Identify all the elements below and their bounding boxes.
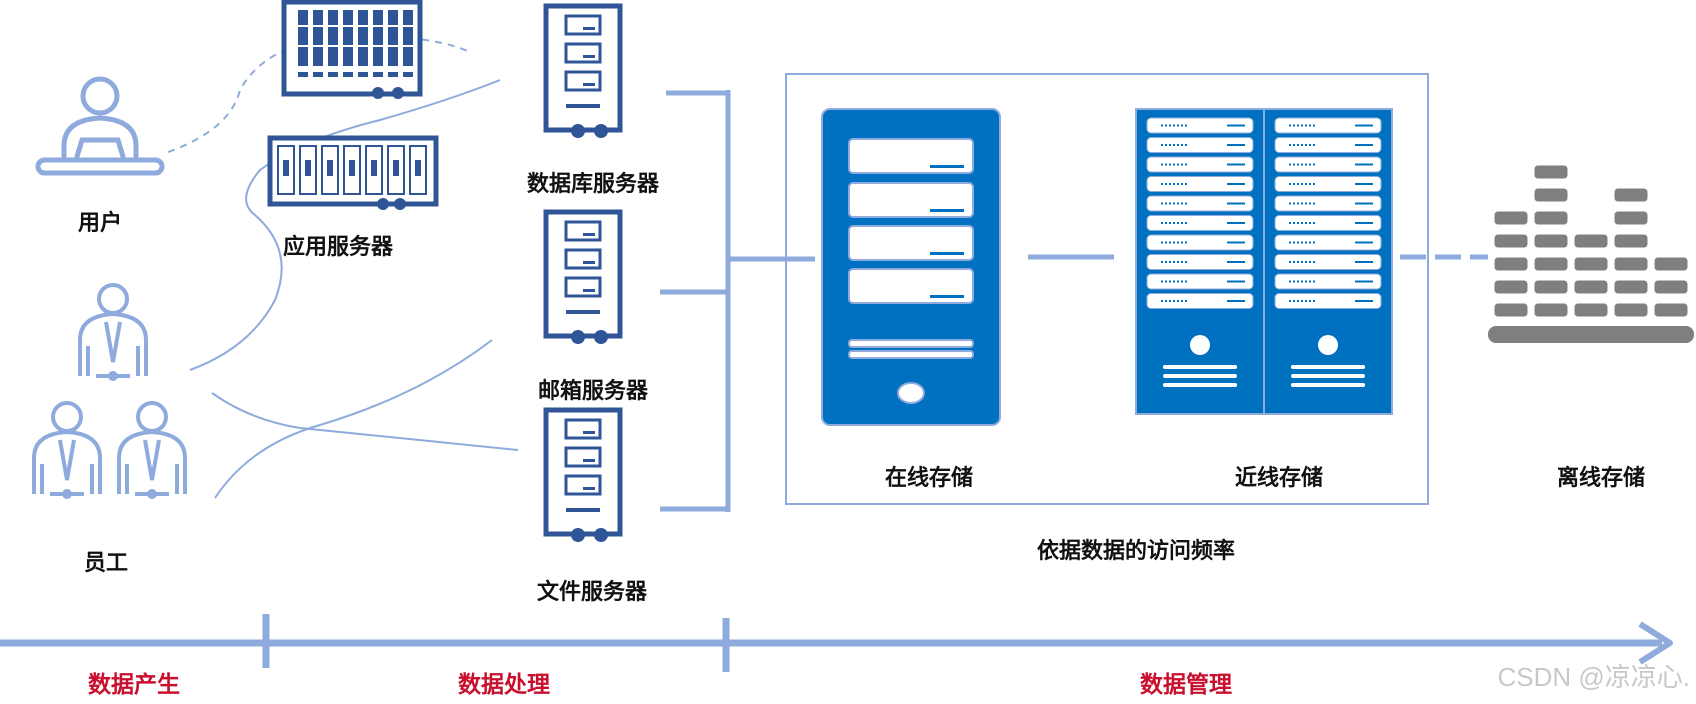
nearline-slot: [1274, 117, 1382, 134]
nearline-storage-label: 近线存储: [1234, 466, 1324, 491]
nearline-slot: [1274, 273, 1382, 290]
tape-block: [1653, 256, 1689, 272]
nearline-slot: [1274, 156, 1382, 173]
tape-block: [1653, 279, 1689, 295]
offline-storage-label: 离线存储: [1556, 466, 1646, 491]
tape-block: [1533, 164, 1569, 180]
file-server-label: 文件服务器: [536, 580, 648, 605]
server-bracket-connector: [660, 90, 815, 512]
db-server-icon: [543, 3, 623, 138]
offline-storage-icon: [1488, 164, 1694, 343]
phase-data-process: 数据处理: [458, 672, 550, 698]
nearline-slot: [1146, 273, 1254, 290]
nearline-slot: [1274, 137, 1382, 153]
tape-block: [1613, 233, 1649, 249]
tape-block: [1533, 233, 1569, 249]
employee-icon: [32, 283, 187, 499]
nearline-slot: [1146, 293, 1254, 309]
tape-block: [1613, 256, 1649, 272]
phase-data-generate: 数据产生: [88, 672, 180, 698]
tape-block: [1573, 233, 1609, 249]
timeline-axis: [0, 614, 1673, 672]
nearline-slot: [1146, 215, 1254, 231]
nearline-storage-icon: [1135, 108, 1393, 415]
tape-block: [1613, 302, 1649, 318]
nearline-slot: [1274, 195, 1382, 212]
nearline-slot: [1274, 176, 1382, 192]
connection-curves: [167, 35, 519, 499]
tape-block: [1613, 210, 1649, 226]
tape-block: [1533, 256, 1569, 272]
tape-block: [1533, 187, 1569, 203]
tape-block: [1533, 210, 1569, 226]
tape-block: [1533, 279, 1569, 295]
tape-block: [1653, 302, 1689, 318]
nearline-slot: [1146, 254, 1254, 270]
tape-block: [1493, 210, 1529, 226]
mail-server-label: 邮箱服务器: [537, 379, 649, 404]
watermark: CSDN @凉凉心.: [1497, 662, 1690, 692]
nearline-slot: [1274, 215, 1382, 231]
tape-block: [1573, 302, 1609, 318]
nearline-slot: [1146, 137, 1254, 153]
online-storage-icon: [821, 108, 1001, 426]
nearline-slot: [1146, 234, 1254, 251]
user-icon: [35, 76, 165, 176]
app-server-label: 应用服务器: [282, 235, 394, 260]
employee-label: 员工: [83, 551, 129, 576]
tape-block: [1533, 302, 1569, 318]
tape-block: [1493, 233, 1529, 249]
app-server-top-icon: [281, 0, 423, 99]
nearline-slot: [1274, 234, 1382, 251]
access-frequency-label: 依据数据的访问频率: [1036, 539, 1236, 564]
online-storage-label: 在线存储: [884, 466, 974, 491]
storage-frame: [785, 73, 1429, 505]
user-label: 用户: [77, 211, 123, 236]
nearline-slot: [1146, 117, 1254, 134]
nearline-slot: [1146, 156, 1254, 173]
tape-block: [1613, 279, 1649, 295]
file-server-icon: [543, 407, 623, 542]
tape-block: [1493, 279, 1529, 295]
nearline-slot: [1146, 195, 1254, 212]
tape-block: [1493, 256, 1529, 272]
nearline-slot: [1146, 176, 1254, 192]
mail-server-icon: [543, 209, 623, 344]
tape-block: [1573, 256, 1609, 272]
tape-block: [1573, 279, 1609, 295]
nearline-slot: [1274, 293, 1382, 309]
db-server-label: 数据库服务器: [526, 172, 660, 197]
nearline-slot: [1274, 254, 1382, 270]
phase-data-manage: 数据管理: [1140, 672, 1232, 698]
tape-block: [1613, 187, 1649, 203]
app-server-bottom-icon: [267, 135, 439, 210]
tape-block: [1493, 302, 1529, 318]
